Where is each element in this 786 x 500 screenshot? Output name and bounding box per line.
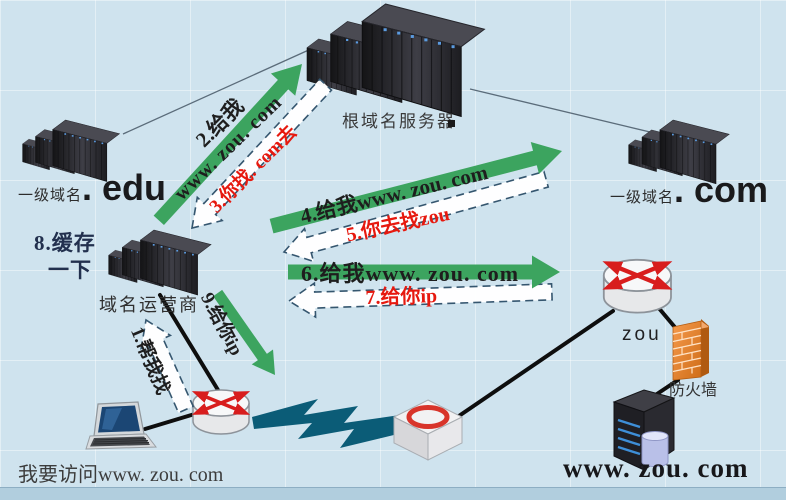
bullet-dot [448, 120, 455, 127]
arrow-step4 [269, 142, 562, 234]
firewall [672, 319, 709, 381]
arrow-step6 [288, 255, 560, 289]
operator-dns-server-racks [109, 230, 211, 295]
zou-router [604, 260, 671, 313]
arrow-step5 [282, 170, 550, 263]
local-router [193, 390, 249, 434]
arrow-step7 [287, 281, 553, 319]
database-cylinder [641, 431, 669, 467]
arrow-step3 [191, 78, 333, 230]
lightning-link [252, 399, 402, 448]
edu-tld-server-racks [23, 120, 120, 181]
com-tld-server-racks [629, 120, 730, 184]
arrow-step1 [140, 318, 195, 414]
arrow-step9 [213, 289, 275, 375]
connection-lines [122, 43, 686, 431]
arrow-step2 [153, 64, 302, 226]
client-laptop [85, 401, 157, 450]
page-bottom-edge [0, 487, 786, 500]
website-server [612, 389, 676, 471]
network-node-cube [392, 399, 464, 461]
root-server-racks [307, 4, 485, 117]
